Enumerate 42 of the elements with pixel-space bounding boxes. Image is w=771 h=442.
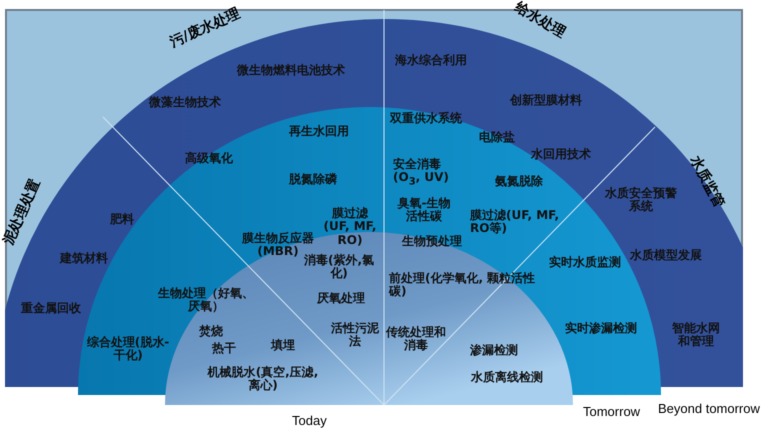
technology-label: 建筑材料 bbox=[60, 252, 108, 266]
technology-label: 水回用技术 bbox=[531, 148, 591, 162]
technology-label: 实时渗漏检测 bbox=[565, 322, 637, 336]
technology-label: 肥料 bbox=[110, 213, 134, 226]
technology-label: 填埋 bbox=[271, 339, 295, 352]
sector-title: 水质监管 bbox=[686, 153, 728, 211]
technology-label: 水质安全预警系统 bbox=[604, 187, 678, 214]
technology-label: 海水综合利用 bbox=[395, 54, 467, 68]
technology-label: 生物预处理 bbox=[402, 235, 462, 248]
technology-label: 氨氮脱除 bbox=[495, 175, 543, 188]
technology-label: 传统处理和消毒 bbox=[386, 326, 446, 353]
technology-label: 微藻生物技术 bbox=[149, 96, 221, 110]
technology-label: 高级氧化 bbox=[185, 152, 233, 166]
time-horizon-label: Today bbox=[292, 413, 327, 428]
technology-label: 创新型膜材料 bbox=[510, 94, 582, 108]
technology-label: 厌氧处理 bbox=[317, 292, 365, 306]
technology-label: 智能水网和管理 bbox=[671, 322, 721, 349]
technology-label: 水质模型发展 bbox=[630, 249, 702, 262]
technology-label: 再生水回用 bbox=[289, 125, 349, 138]
technology-label: 安全消毒(O$_{3}$, UV) bbox=[393, 158, 450, 188]
technology-label: 机械脱水(真空,压滤, 离心) bbox=[206, 366, 320, 393]
time-horizon-label: Beyond tomorrow bbox=[658, 401, 760, 416]
technology-label: 重金属回收 bbox=[21, 302, 81, 316]
technology-label: 双重供水系统 bbox=[390, 112, 462, 126]
time-horizon-label: Tomorrow bbox=[583, 404, 640, 419]
technology-label: 焚烧 bbox=[199, 325, 223, 338]
technology-label: 膜过滤(UF, MF, RO) bbox=[322, 207, 378, 248]
technology-label: 臭氧-生物活性碳 bbox=[396, 197, 452, 224]
technology-label: 活性污泥法 bbox=[330, 322, 380, 349]
technology-label: 膜过滤(UF, MF, RO等) bbox=[470, 209, 560, 236]
technology-label: 生物处理（好氧、厌氧） bbox=[158, 287, 254, 314]
technology-label: 前处理(化学氧化, 颗粒活性碳) bbox=[389, 272, 536, 299]
technology-label: 脱氮除磷 bbox=[289, 173, 337, 186]
sector-title: 污/废水处理 bbox=[167, 4, 243, 52]
technology-label: 电除盐 bbox=[479, 131, 515, 144]
technology-label: 综合处理(脱水-干化) bbox=[86, 336, 170, 363]
technology-label: 实时水质监测 bbox=[549, 256, 621, 270]
technology-label: 微生物燃料电池技术 bbox=[237, 64, 345, 78]
sector-title: 泥处理处置 bbox=[0, 176, 44, 248]
technology-label: 渗漏检测 bbox=[470, 344, 518, 358]
technology-label: 水质离线检测 bbox=[471, 371, 543, 384]
technology-label: 热干 bbox=[212, 342, 236, 356]
